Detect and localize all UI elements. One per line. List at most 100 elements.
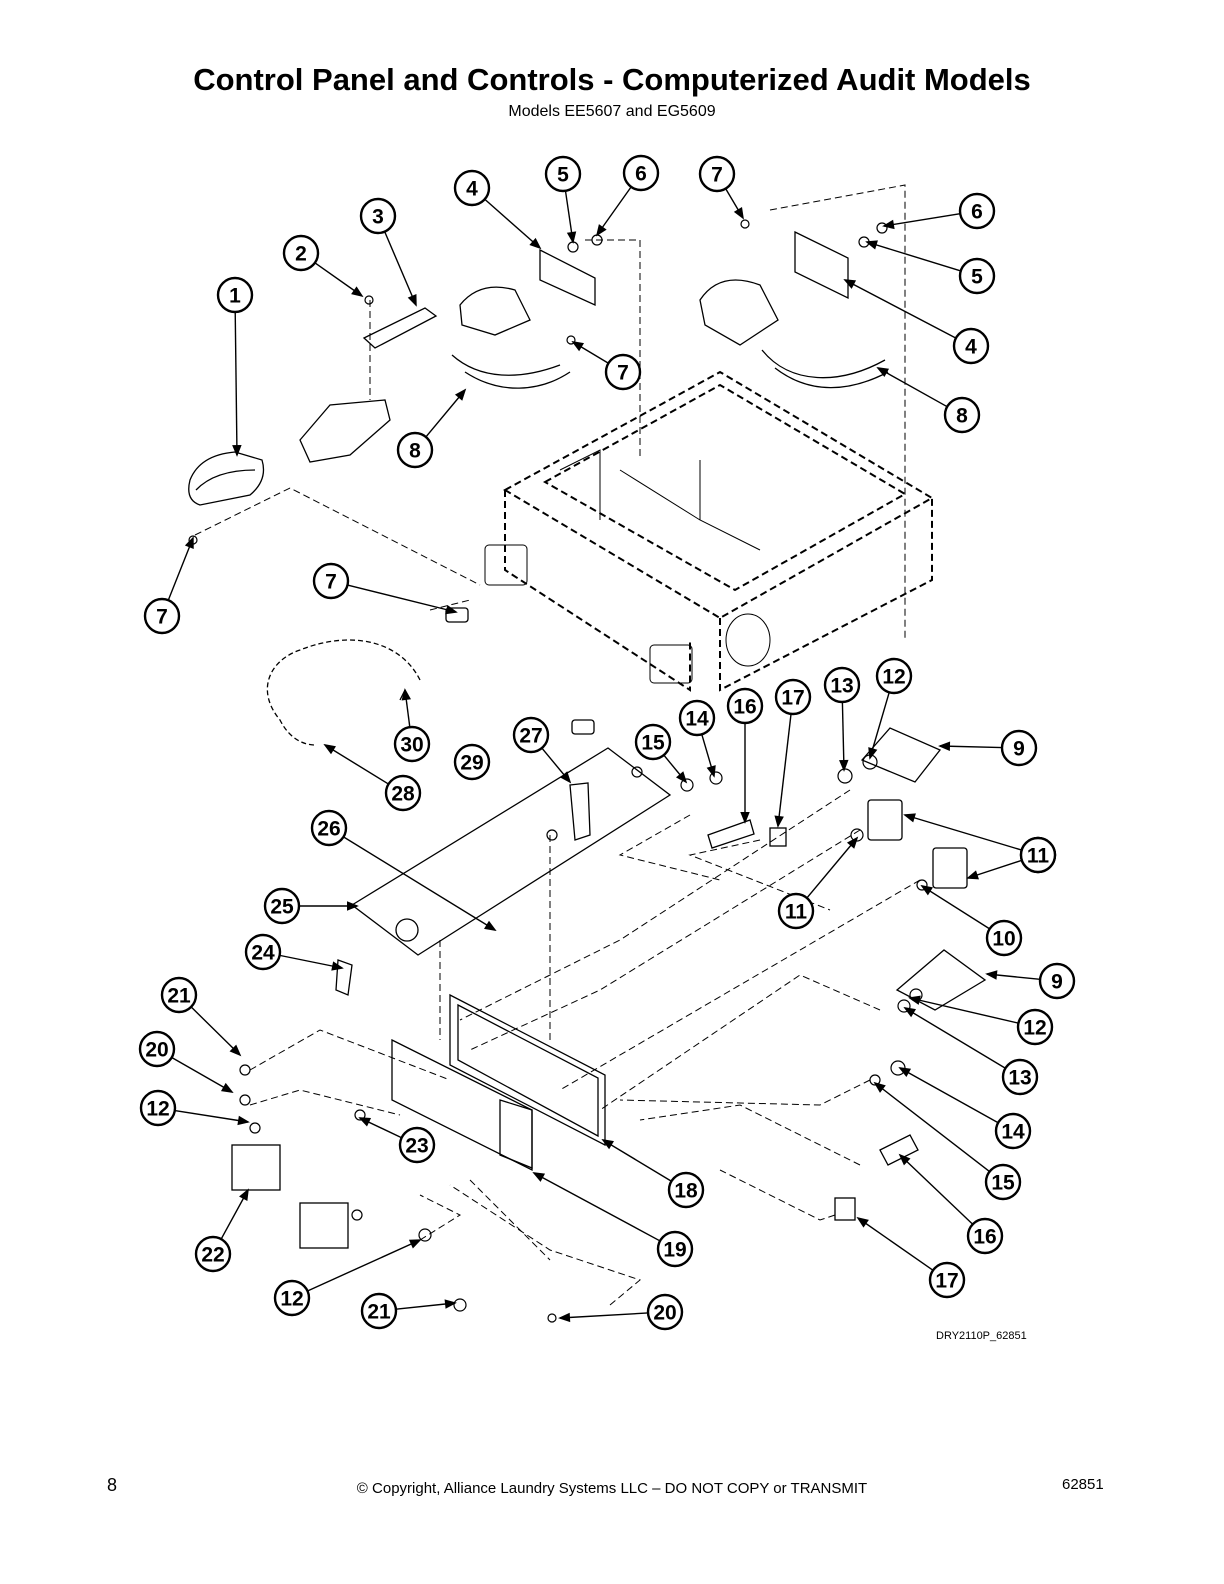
leader-arrow-17 <box>323 744 336 755</box>
callout-label-26: 9 <box>1013 738 1025 761</box>
callout-label-29: 10 <box>992 928 1015 951</box>
callout-circle-13 <box>396 431 434 469</box>
callout-bubble-31: 9 <box>1038 962 1076 1000</box>
callout-label-45: 23 <box>405 1135 428 1158</box>
hardware-10 <box>680 778 694 792</box>
callout-label-23: 17 <box>781 687 804 710</box>
hardware-6 <box>566 335 576 345</box>
leader-arrow-9 <box>865 240 878 250</box>
leader-line-1 <box>234 311 238 456</box>
leader-arrow-2 <box>351 286 364 298</box>
leader-arrow-37 <box>856 1216 869 1228</box>
leader-line-12 <box>167 537 194 601</box>
callout-bubble-7: 7 <box>698 155 736 193</box>
spring-17-lower <box>834 1197 856 1221</box>
leader-line-4 <box>484 198 541 249</box>
callout-bubble-2: 2 <box>282 234 320 272</box>
leader-line-10 <box>883 213 961 227</box>
leader-line-9 <box>866 241 961 272</box>
guide-line-3 <box>585 239 641 460</box>
callout-label-2: 2 <box>295 243 307 266</box>
callout-circle-46 <box>667 1171 705 1209</box>
callout-circle-10 <box>958 192 996 230</box>
leader-arrow-14 <box>876 367 890 378</box>
callout-bubble-30: 11 <box>1019 836 1057 874</box>
switch-group-box-9-upper <box>860 727 942 783</box>
leader-line-48 <box>307 1239 421 1292</box>
callout-bubble-1: 1 <box>216 276 254 314</box>
leader-arrow-32 <box>908 995 921 1005</box>
switch-10-lower <box>932 847 968 889</box>
callout-bubble-45: 23 <box>398 1126 436 1164</box>
cabinet-top-edge <box>502 370 934 620</box>
callout-circle-16 <box>393 725 431 763</box>
callout-circle-33 <box>1001 1058 1039 1096</box>
leader-arrow-40 <box>331 961 344 971</box>
callout-label-5: 5 <box>557 164 569 187</box>
callout-circle-14 <box>943 396 981 434</box>
leader-line-36 <box>899 1154 974 1225</box>
callout-bubble-23: 17 <box>774 678 812 716</box>
callout-bubble-13: 8 <box>396 431 434 469</box>
hardware-5 <box>876 222 888 234</box>
document-number: 62851 <box>1062 1476 1104 1493</box>
leader-line-14 <box>877 367 948 408</box>
callout-circle-12 <box>143 597 181 635</box>
hardware-26 <box>418 1228 432 1242</box>
callout-bubble-35: 15 <box>984 1163 1022 1201</box>
guide-line-12 <box>459 789 851 1021</box>
hardware-25 <box>351 1209 363 1221</box>
bracket-29 <box>569 782 591 841</box>
grommet-30-upper <box>445 607 469 623</box>
callout-circle-20 <box>634 723 672 761</box>
hardware-23 <box>249 1122 261 1134</box>
leader-arrow-33 <box>903 1007 917 1018</box>
callout-circle-32 <box>1016 1008 1054 1046</box>
leader-line-33 <box>904 1007 1006 1069</box>
callout-label-13: 8 <box>409 440 421 463</box>
callout-circle-38 <box>310 809 348 847</box>
callout-bubbles: 1234567456778873028272915141617131291011… <box>138 154 1076 1331</box>
callout-circle-37 <box>928 1261 966 1299</box>
callout-circle-21 <box>678 699 716 737</box>
hardware-24 <box>354 1109 366 1121</box>
callout-label-1: 1 <box>229 285 241 308</box>
callout-label-14: 8 <box>956 405 968 428</box>
knob-box-22-upper <box>231 1144 281 1191</box>
callout-circle-9 <box>958 257 996 295</box>
callout-label-31: 9 <box>1051 971 1063 994</box>
callout-label-22: 16 <box>733 696 756 719</box>
leader-arrow-5 <box>566 231 577 244</box>
callout-bubble-39: 25 <box>263 887 301 925</box>
callout-circle-25 <box>875 657 913 695</box>
callout-bubble-18: 27 <box>512 716 550 754</box>
lock-cylinder-25 <box>395 918 419 942</box>
indicator-16-lower <box>879 1134 919 1166</box>
leader-line-32 <box>909 997 1019 1024</box>
callout-label-32: 12 <box>1023 1017 1046 1040</box>
parts-group-box-25 <box>350 747 672 956</box>
copyright-notice: © Copyright, Alliance Laundry Systems LL… <box>356 1480 868 1497</box>
hardware-27 <box>453 1298 467 1312</box>
leader-arrow-26 <box>938 741 951 751</box>
leader-arrow-43 <box>237 1115 250 1126</box>
leader-line-43 <box>174 1109 249 1123</box>
callout-circle-49 <box>360 1292 398 1330</box>
guide-line-13 <box>469 829 861 1051</box>
leader-arrow-50 <box>558 1312 571 1323</box>
callout-bubble-38: 26 <box>310 809 348 847</box>
callout-label-17: 28 <box>391 783 415 806</box>
guide-line-20 <box>449 1184 642 1306</box>
control-panel-18 <box>449 993 606 1147</box>
callout-label-30: 11 <box>1027 845 1050 868</box>
hardware-20 <box>631 766 643 778</box>
callout-label-33: 13 <box>1008 1067 1031 1090</box>
overlay-19 <box>391 1038 533 1172</box>
leader-line-34 <box>899 1067 999 1124</box>
leader-line-17 <box>324 744 389 785</box>
cabinet-left-wall <box>504 490 691 692</box>
callout-label-10: 6 <box>971 201 983 224</box>
callout-bubble-50: 20 <box>646 1293 684 1331</box>
callout-circle-3 <box>359 197 397 235</box>
